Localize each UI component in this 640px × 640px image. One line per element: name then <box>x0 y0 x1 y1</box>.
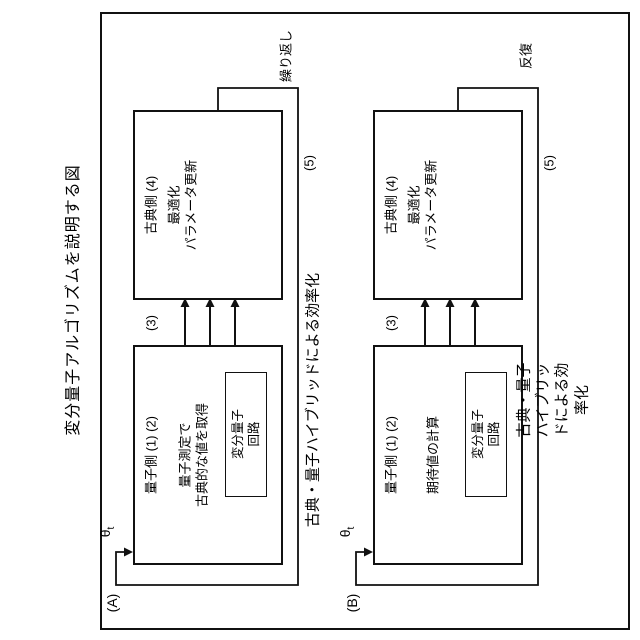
arrows-ref-label-b: (3) <box>383 315 399 331</box>
theta-symbol-a: θ <box>97 529 114 538</box>
variational-circuit-label-a: 変分量子 回路 <box>231 408 261 460</box>
theta-parameter-label-b: θt <box>337 527 359 538</box>
classical-box-body-b: 最適化 パラメータ更新 <box>406 159 438 251</box>
theta-subscript-a: t <box>106 526 117 530</box>
classical-box-title-b: 古典側 (4) <box>383 175 399 235</box>
loop-ref-label-b: (5) <box>541 155 557 171</box>
loop-label-b: 反復 <box>518 42 534 70</box>
variational-circuit-box-a <box>225 372 267 497</box>
panel-caption-a: 古典・量子ハイブリッドによる効率化 <box>304 272 322 528</box>
quantum-box-title-a: 量子側 (1) (2) <box>143 415 159 495</box>
arrows-ref-label-a: (3) <box>143 315 159 331</box>
theta-parameter-label-a: θt <box>97 527 119 538</box>
loop-label-a: 繰り返し <box>278 29 294 83</box>
loop-ref-label-a: (5) <box>301 155 317 171</box>
figure-frame <box>100 12 630 630</box>
quantum-box-body-b: 期待値の計算 <box>425 415 441 495</box>
theta-symbol-b: θ <box>337 529 354 538</box>
quantum-box-body-a: 量子測定で 古典的な値を取得 <box>177 402 209 508</box>
quantum-box-title-b: 量子側 (1) (2) <box>383 415 399 495</box>
variational-circuit-label-b: 変分量子 回路 <box>471 408 501 460</box>
classical-box-body-a: 最適化 パラメータ更新 <box>166 159 198 251</box>
panel-label-a: (A) <box>104 593 121 613</box>
theta-subscript-b: t <box>346 526 357 530</box>
panel-caption-b: 古典・量子ハイブリッドによる効率化 <box>515 362 591 438</box>
classical-side-box-a <box>133 110 283 300</box>
variational-circuit-box-b <box>465 372 507 497</box>
panel-label-b: (B) <box>344 593 361 613</box>
classical-side-box-b <box>373 110 523 300</box>
classical-box-title-a: 古典側 (4) <box>143 175 159 235</box>
